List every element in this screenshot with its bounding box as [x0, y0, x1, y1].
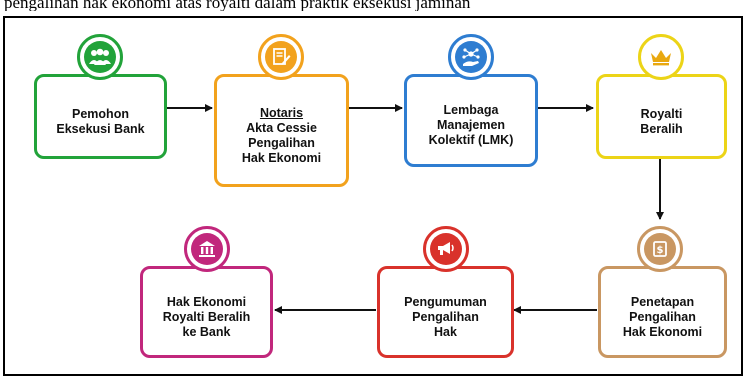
node-pengumuman-line-3: Hak: [434, 324, 457, 339]
node-penetapan-line-1: Penetapan: [630, 294, 695, 309]
people-icon: [84, 41, 116, 73]
node-hak-ekonomi-box: Hak Ekonomi Royalti Beralih ke Bank: [140, 266, 273, 358]
node-royalti-line-1: Royalti: [640, 106, 683, 121]
node-lmk-line-3: Kolektif (LMK): [428, 133, 514, 147]
node-lmk-icon-circle: [448, 34, 494, 80]
node-penetapan-box: Penetapan Pengalihan Hak Ekonomi: [598, 266, 727, 358]
node-pemohon-icon-circle: [77, 34, 123, 80]
node-pemohon-line-1: Pemohon: [72, 106, 129, 121]
node-notaris-line-3: Hak Ekonomi: [241, 150, 322, 165]
node-lmk-line-1: Lembaga: [443, 103, 499, 117]
node-pemohon-box: Pemohon Eksekusi Bank: [34, 74, 167, 159]
node-notaris-icon-circle: [258, 34, 304, 80]
node-lmk-box: Lembaga Manajemen Kolektif (LMK): [404, 74, 538, 167]
money-icon: $: [644, 233, 676, 265]
diagram-frame: [3, 16, 743, 376]
caption-text: pengalihan hak ekonomi atas royalti dala…: [4, 0, 471, 11]
document-pen-icon: [265, 41, 297, 73]
node-penetapan-icon-circle: $: [637, 226, 683, 272]
megaphone-icon: [430, 233, 462, 265]
node-royalti-box: Royalti Beralih: [596, 74, 727, 159]
node-penetapan-line-3: Hak Ekonomi: [622, 324, 703, 339]
node-hak-icon-circle: [184, 226, 230, 272]
node-royalti-line-2: Beralih: [640, 121, 683, 136]
node-pengumuman-line-2: Pengalihan: [412, 309, 479, 324]
node-pengumuman-icon-circle: [423, 226, 469, 272]
node-hak-line-2: Royalti Beralih: [162, 309, 251, 324]
node-hak-line-1: Hak Ekonomi: [166, 294, 247, 309]
node-notaris-heading: Notaris: [259, 105, 304, 120]
node-penetapan-line-2: Pengalihan: [629, 309, 696, 324]
node-lmk-line-2: Manajemen: [436, 118, 506, 132]
node-notaris-box: Notaris Akta Cessie Pengalihan Hak Ekono…: [214, 74, 349, 187]
node-pengumuman-box: Pengumuman Pengalihan Hak: [377, 266, 514, 358]
network-hand-icon: [455, 41, 487, 73]
node-hak-line-3: ke Bank: [182, 324, 231, 339]
crown-icon: [645, 41, 677, 73]
svg-text:$: $: [657, 245, 664, 256]
node-pemohon-line-2: Eksekusi Bank: [56, 121, 145, 136]
node-royalti-icon-circle: [638, 34, 684, 80]
node-notaris-line-2: Pengalihan: [248, 135, 315, 150]
bank-icon: [191, 233, 223, 265]
node-pengumuman-line-1: Pengumuman: [404, 294, 487, 309]
node-notaris-line-1: Akta Cessie: [246, 120, 317, 135]
